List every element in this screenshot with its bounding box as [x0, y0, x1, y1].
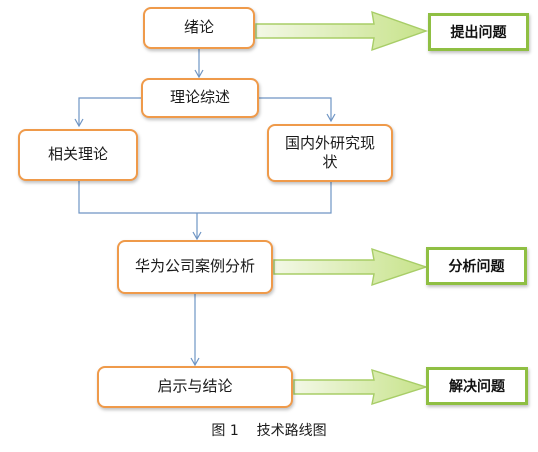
node-conclusion-label: 启示与结论 [157, 377, 233, 396]
node-theory-review-label: 理论综述 [169, 88, 230, 107]
outcome-raise-problem-label: 提出问题 [450, 25, 507, 41]
node-case-analysis-label: 华为公司案例分析 [134, 257, 255, 276]
node-related-theory-label: 相关理论 [47, 145, 108, 164]
outcome-solve-problem-label: 解决问题 [449, 379, 505, 395]
node-introduction: 绪论 [143, 7, 255, 49]
outcome-raise-problem: 提出问题 [428, 13, 529, 51]
connector-merge [78, 181, 332, 214]
node-theory-review: 理论综述 [141, 78, 259, 118]
node-related-theory: 相关理论 [18, 129, 138, 181]
figure-caption: 图 1 技术路线图 [211, 423, 327, 439]
node-research-status: 国内外研究现状 [267, 124, 393, 182]
arrowhead-to-case [192, 231, 202, 241]
arrowhead-main-to-review [194, 69, 204, 79]
arrowhead-to-conclusion [190, 357, 200, 367]
arrowhead-to-research [326, 113, 336, 123]
connector-review-branches [78, 97, 141, 126]
node-conclusion: 启示与结论 [97, 366, 293, 408]
outcome-solve-problem: 解决问题 [426, 367, 528, 405]
node-introduction-label: 绪论 [183, 18, 214, 37]
block-arrow-2 [273, 247, 429, 287]
connector-review-to-research [259, 97, 332, 121]
block-arrow-3 [293, 368, 429, 406]
outcome-analyze-problem-label: 分析问题 [448, 259, 505, 275]
block-arrow-1 [255, 10, 429, 52]
outcome-analyze-problem: 分析问题 [426, 247, 527, 285]
node-research-status-label: 国内外研究现状 [284, 133, 375, 172]
node-case-analysis: 华为公司案例分析 [117, 240, 273, 294]
arrowhead-to-theory [74, 118, 84, 128]
